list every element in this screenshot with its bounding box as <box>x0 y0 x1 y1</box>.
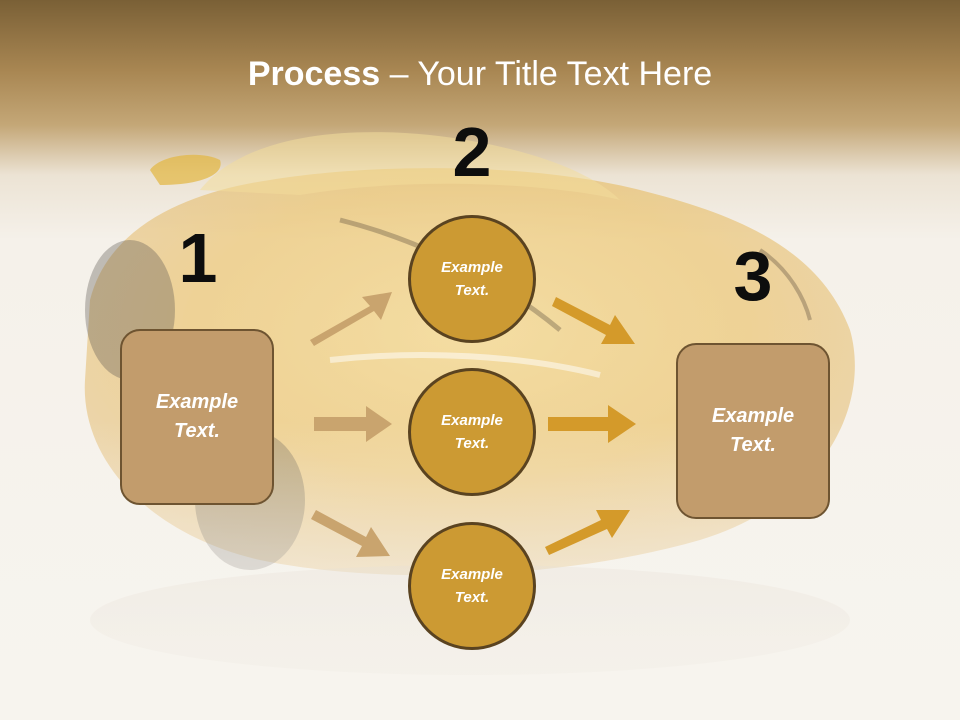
title-rest: – Your Title Text Here <box>380 55 713 93</box>
step-number-2: 2 <box>452 113 492 191</box>
slide-title: Process – Your Title Text Here <box>0 52 960 96</box>
arrow-in-down <box>311 510 390 557</box>
circle-middle-line1: Example <box>441 412 503 429</box>
left-box-line1: Example <box>155 391 239 413</box>
circle-middle: Example Text. <box>408 368 536 496</box>
arrow-in-mid <box>314 406 392 442</box>
step-number-3: 3 <box>733 237 773 315</box>
circle-top: Example Text. <box>408 215 536 343</box>
right-box-line1: Example <box>711 405 795 427</box>
left-box-line2: Text. <box>174 420 220 442</box>
circle-middle-line2: Text. <box>454 435 490 452</box>
arrow-out-down <box>552 297 635 344</box>
circle-top-line2: Text. <box>454 282 490 299</box>
title-bold: Process <box>247 55 381 93</box>
right-box-line2: Text. <box>730 434 776 456</box>
arrow-out-mid <box>548 405 636 443</box>
circle-bottom: Example Text. <box>408 522 536 650</box>
circle-bottom-line1: Example <box>441 566 503 583</box>
left-box: Example Text. <box>120 329 274 505</box>
circle-bottom-line2: Text. <box>454 589 490 606</box>
arrow-in-up <box>310 292 392 346</box>
right-box: Example Text. <box>676 343 830 519</box>
circle-top-line1: Example <box>441 259 503 276</box>
step-number-1: 1 <box>178 219 218 297</box>
arrow-out-up <box>545 510 630 555</box>
